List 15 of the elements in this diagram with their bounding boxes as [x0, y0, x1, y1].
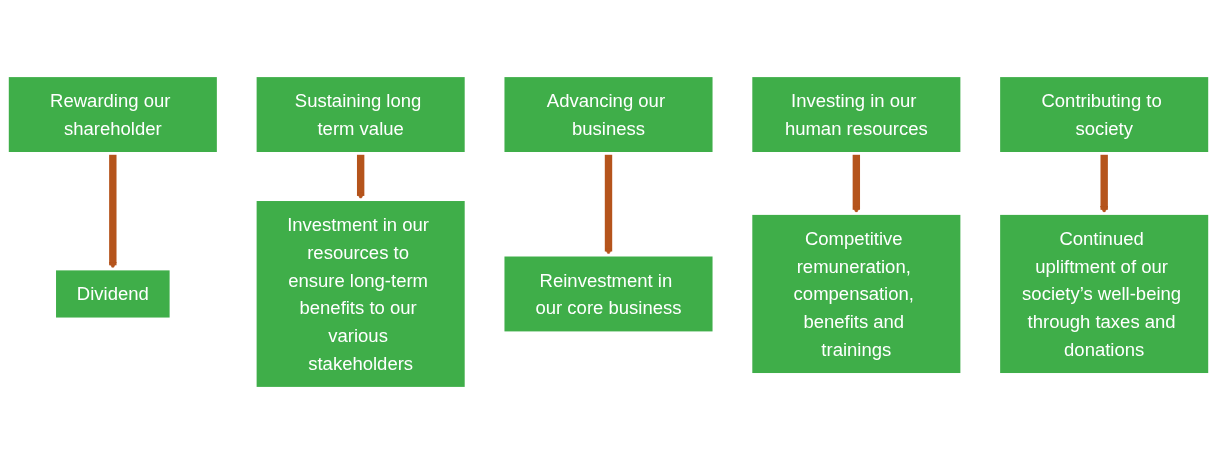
- arrow: [1100, 153, 1109, 214]
- arrow: [356, 153, 365, 200]
- node-box: Competitive remuneration, compensation, benefits and trainings: [749, 212, 964, 376]
- node-box: Reinvestment in our core business: [501, 253, 716, 335]
- node-box: Contributing to society: [997, 74, 1211, 155]
- arrow: [852, 153, 861, 214]
- node-box: Dividend: [53, 267, 173, 321]
- node-box: Investment in our resources to ensure long-term benefits to our various stakeholders: [253, 198, 468, 390]
- node-box: Rewarding our shareholder: [6, 74, 220, 155]
- arrow: [604, 153, 613, 256]
- node-box: Investing in our human resources: [749, 74, 964, 155]
- node-box: Continued upliftment of our society’s well-being through taxes and donations: [997, 212, 1211, 376]
- node-box: Advancing our business: [501, 74, 716, 155]
- node-box: Sustaining long term value: [253, 74, 468, 155]
- arrow: [108, 153, 117, 270]
